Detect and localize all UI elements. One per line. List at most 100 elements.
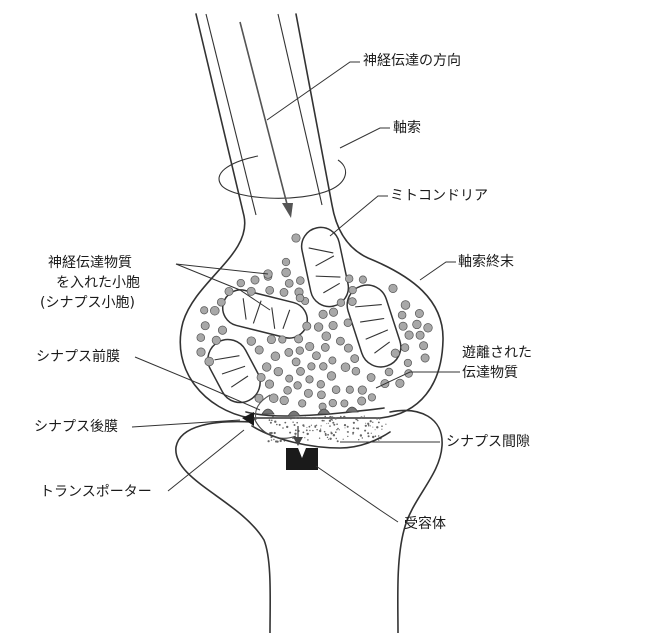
synaptic-vesicle (343, 318, 353, 328)
transmitter-particle (270, 439, 273, 441)
label-presynaptic-membrane: シナプス前膜 (36, 349, 120, 365)
transmitter-particle (357, 419, 359, 422)
transmitter-particle (290, 418, 292, 420)
released-transmitter (267, 415, 387, 443)
transmitter-particle (355, 418, 358, 421)
synaptic-vesicle (400, 343, 410, 352)
synaptic-vesicle (307, 362, 316, 371)
synaptic-vesicle (357, 385, 367, 395)
axon-ellipse (218, 155, 347, 199)
synaptic-vesicle (279, 395, 289, 406)
transmitter-particle (278, 423, 281, 426)
transmitter-particle (374, 429, 376, 431)
transmitter-particle (295, 417, 297, 419)
transmitter-particle (381, 428, 383, 430)
transmitter-particle (352, 427, 355, 430)
transmitter-particle (374, 435, 377, 438)
presynaptic-membrane (245, 406, 385, 417)
synaptic-vesicle (403, 358, 412, 367)
transmitter-particle (346, 425, 349, 428)
synaptic-vesicle (281, 257, 291, 267)
transmitter-particle (326, 423, 328, 425)
synaptic-vesicle (390, 348, 400, 358)
synaptic-vesicle (412, 319, 422, 330)
synaptic-vesicle (278, 335, 287, 344)
transmitter-particle (271, 419, 273, 422)
synaptic-vesicle (294, 334, 304, 344)
transmitter-particle (343, 415, 346, 419)
transmitter-particle (367, 422, 370, 425)
label-transporter: トランスポーター (40, 484, 152, 500)
synaptic-vesicle (291, 357, 301, 367)
synaptic-vesicle (419, 341, 429, 351)
synaptic-vesicle (246, 286, 256, 296)
axon-inner-line-right (277, 13, 323, 206)
transmitter-particle (314, 425, 317, 428)
transmitter-particle (305, 429, 308, 432)
transmitter-particle (372, 435, 375, 439)
synaptic-vesicle (328, 307, 339, 317)
synaptic-vesicle (358, 275, 367, 284)
transmitter-particle (306, 427, 308, 429)
label-axon: 軸索 (393, 120, 421, 136)
transmitter-particle (328, 419, 332, 422)
synaptic-vesicle (320, 343, 330, 352)
transmitter-particle (356, 427, 358, 429)
synaptic-vesicle (398, 321, 408, 331)
synaptic-vesicle (293, 381, 302, 390)
synaptic-vesicle (196, 333, 206, 342)
transmitter-particle (378, 417, 381, 420)
mitochondrion-axon (300, 226, 350, 308)
transmitter-particle (347, 435, 349, 438)
synaptic-vesicle (284, 278, 294, 288)
transmitter-particle (276, 423, 278, 426)
synaptic-vesicle (423, 323, 433, 333)
transmitter-particle (337, 427, 339, 430)
synaptic-vesicle (254, 393, 264, 403)
synaptic-vesicle (295, 346, 304, 355)
transmitter-particle (369, 425, 371, 427)
transmitter-particle (332, 421, 335, 424)
synaptic-vesicle (262, 362, 272, 372)
synaptic-vesicle (211, 335, 221, 345)
transmitter-particle (323, 419, 325, 422)
label-vesicle-line2: を入れた小胞 (56, 275, 140, 291)
transmitter-particle (286, 425, 289, 429)
synaptic-vesicle (295, 293, 305, 303)
transmitter-particle (307, 439, 309, 441)
transmitter-particle (316, 417, 318, 419)
transmitter-particle (361, 437, 363, 439)
synaptic-vesicle (200, 321, 210, 331)
synaptic-vesicle (305, 341, 315, 352)
label-synaptic-cleft: シナプス間隙 (446, 434, 530, 450)
transmitter-particle (273, 438, 275, 441)
transmitter-particle (328, 422, 329, 424)
synaptic-vesicle (264, 379, 275, 389)
synaptic-vesicle (256, 372, 266, 382)
synaptic-vesicle (336, 298, 346, 307)
transmitter-particle (367, 432, 370, 435)
transmitter-particle (336, 429, 338, 431)
synaptic-vesicle (246, 336, 256, 346)
synaptic-vesicle (331, 385, 341, 394)
synaptic-vesicle (366, 373, 376, 382)
transmitter-particle (270, 431, 273, 435)
transmitter-particle (316, 429, 318, 431)
label-postsynaptic-membrane: シナプス後膜 (34, 419, 118, 435)
synaptic-vesicle (196, 347, 206, 357)
transmitter-particle (330, 417, 333, 421)
transmitter-particle (284, 421, 287, 424)
transmitter-particle (360, 416, 363, 419)
label-vesicle-line3: (シナプス小胞) (40, 295, 135, 311)
synaptic-vesicle (404, 330, 414, 340)
transmitter-particle (304, 416, 306, 419)
transmitter-particle (320, 428, 322, 430)
transmitter-particle (309, 429, 311, 432)
synaptic-vesicle (414, 309, 424, 318)
synaptic-vesicle (250, 275, 260, 285)
transmitter-particle (274, 420, 277, 423)
transmitter-particle (306, 432, 309, 436)
label-transmission-direction: 神経伝達の方向 (363, 53, 461, 69)
transmitter-particle (271, 415, 274, 418)
transmitter-particle (292, 421, 294, 423)
